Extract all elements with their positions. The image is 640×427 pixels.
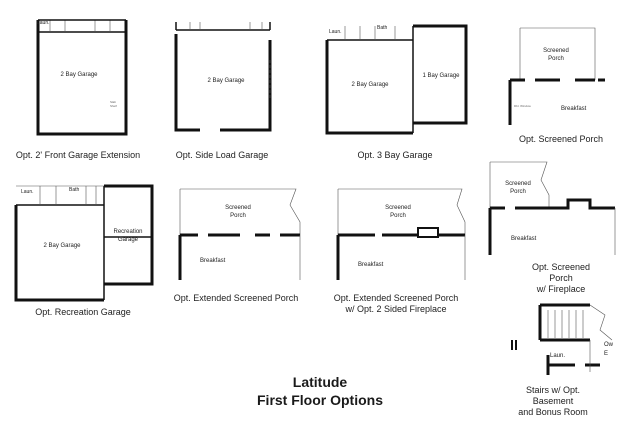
caption-extended-porch-fireplace: Opt. Extended Screened Porch w/ Opt. 2 S… — [334, 293, 459, 315]
plan-recreation-garage: Laun. Bath 2 Bay Garage Recreation Garag… — [14, 184, 154, 302]
garage-label-3a: 2 Bay Garage — [351, 82, 389, 88]
caption-three-bay-garage: Opt. 3 Bay Garage — [357, 150, 433, 160]
svg-text:Slab: Slab — [110, 100, 116, 104]
plan-side-load-garage: 2 Bay Garage — [174, 22, 272, 132]
porch-label-4: Porch — [548, 56, 564, 62]
caption-extended-screened-porch: Opt. Extended Screened Porch — [173, 293, 299, 303]
plan-screened-porch-fireplace: Screened Porch Breakfast — [488, 161, 616, 255]
svg-text:Dbl. Window: Dbl. Window — [514, 104, 532, 108]
breakfast-label-6: Breakfast — [200, 258, 226, 264]
page-subtitle: First Floor Options — [257, 392, 383, 408]
plan-front-garage-extension: Laun. 2 Bay Garage Slab Shelf — [36, 19, 128, 136]
garage-label-1: 2 Bay Garage — [60, 72, 98, 78]
porch-label-7: Porch — [390, 213, 406, 219]
laun-label-1: Laun. — [37, 20, 50, 26]
plan-stairs-basement: Laun. Ow E — [511, 303, 614, 375]
caption-screened-porch-fireplace-line1: Opt. Screened Porch — [531, 262, 591, 283]
garage-label-5: 2 Bay Garage — [43, 243, 81, 249]
plan-extended-screened-porch: Screened Porch Breakfast — [178, 188, 301, 280]
garage-label-3b: 1 Bay Garage — [422, 73, 460, 79]
screened-label-7: Screened — [385, 205, 411, 211]
caption-stairs-basement: Stairs w/ Opt. Basement and Bonus Room — [510, 385, 597, 418]
svg-text:Shelf: Shelf — [110, 104, 117, 108]
caption-screened-porch: Opt. Screened Porch — [518, 134, 604, 144]
caption-extended-porch-fireplace-line1: Opt. Extended Screened Porch — [333, 293, 459, 303]
caption-front-garage-extension: Opt. 2' Front Garage Extension — [15, 150, 141, 160]
laun-label-5: Laun. — [21, 189, 34, 195]
caption-screened-porch-fireplace: Opt. Screened Porch w/ Fireplace — [522, 262, 601, 295]
caption-stairs-line2: and Bonus Room — [518, 407, 588, 417]
e-label-9: E — [604, 351, 608, 357]
garage-label-2: 2 Bay Garage — [207, 78, 245, 84]
caption-screened-porch-fireplace-line2: w/ Fireplace — [536, 284, 586, 294]
breakfast-label-8: Breakfast — [511, 236, 537, 242]
garage-label-5b: Garage — [118, 237, 139, 243]
laun-label-3: Laun. — [329, 29, 342, 35]
caption-extended-porch-fireplace-line2: w/ Opt. 2 Sided Fireplace — [345, 304, 447, 314]
plan-extended-porch-fireplace: Screened Porch Breakfast — [336, 188, 466, 280]
plan-three-bay-garage: Laun. Bath 2 Bay Garage 1 Bay Garage — [325, 24, 468, 135]
porch-label-8: Porch — [510, 189, 526, 195]
caption-stairs-line1: Stairs w/ Opt. Basement — [525, 385, 580, 406]
breakfast-label-7: Breakfast — [358, 262, 384, 268]
caption-side-load-garage: Opt. Side Load Garage — [175, 150, 269, 160]
porch-label-6: Porch — [230, 213, 246, 219]
caption-recreation-garage: Opt. Recreation Garage — [35, 307, 131, 317]
bath-label-3: Bath — [377, 25, 388, 31]
bath-label-5: Bath — [69, 187, 80, 193]
page-title: Latitude — [292, 374, 348, 390]
laun-label-9: Laun. — [550, 353, 565, 359]
plan-screened-porch: Screened Porch Breakfast Dbl. Window — [508, 27, 605, 125]
screened-label-4: Screened — [543, 48, 569, 54]
screened-label-6: Screened — [225, 205, 251, 211]
breakfast-label-4: Breakfast — [561, 106, 587, 112]
screened-label-8: Screened — [505, 181, 531, 187]
recreation-label-5: Recreation — [113, 229, 142, 235]
ow-label-9: Ow — [604, 342, 614, 348]
